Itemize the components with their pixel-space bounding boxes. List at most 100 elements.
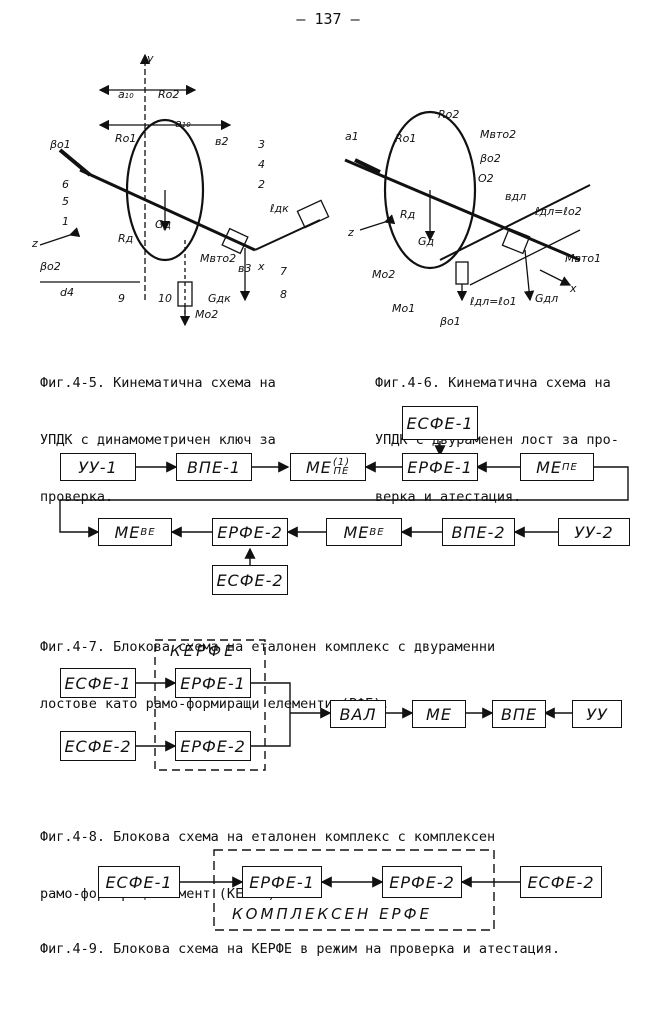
fig48-esfe1-block: ЕСФЕ-1 (60, 668, 136, 698)
fig49-esfe1-block: ЕСФЕ-1 (98, 866, 180, 898)
svg-text:βo1: βo1 (49, 138, 71, 151)
fig47-erfe1-block: ЕРФЕ-1 (402, 453, 478, 481)
svg-text:Mвто1: Mвто1 (565, 252, 601, 265)
fig48-kerfe-label: КЕРФЕ (170, 642, 237, 660)
svg-text:вдл: вдл (505, 190, 526, 203)
svg-text:z: z (347, 226, 354, 239)
svg-text:6: 6 (62, 178, 69, 191)
svg-text:βo1: βo1 (439, 315, 461, 328)
fig48-erfe1-block: ЕРФЕ-1 (175, 668, 251, 698)
fig49-erfe2-block: ЕРФЕ-2 (382, 866, 462, 898)
fig47-vpe2-block: ВПЕ-2 (442, 518, 515, 546)
fig48-erfe2-block: ЕРФЕ-2 (175, 731, 251, 761)
fig45-caption-line2: УПДК с динамометричен ключ за (40, 432, 276, 448)
fig45-labels: y a10 Ro2 Ro1 a10 в2 3 4 2 6 5 1 z Rд Gд… (31, 52, 289, 321)
svg-text:ℓдл=ℓo2: ℓдл=ℓo2 (534, 205, 582, 218)
fig47-vpe1-block: ВПЕ-1 (176, 453, 252, 481)
svg-text:10: 10 (158, 292, 172, 305)
svg-text:Mвто2: Mвто2 (200, 252, 236, 265)
fig46-caption-line1: Фиг.4-6. Кинематична схема на (375, 375, 611, 391)
fig48-uu-block: УУ (572, 700, 622, 728)
svg-text:x: x (569, 282, 577, 295)
fig48-caption-line1: Фиг.4-8. Блокова схема на еталонен компл… (40, 829, 496, 845)
fig47-me-pe1-sub: ПЕ (333, 466, 350, 477)
svg-text:Rд: Rд (400, 208, 415, 221)
fig46-labels: a1 Ro1 Ro2 Mвто2 βo2 O2 вдл ℓдл=ℓo2 Mвто… (345, 108, 601, 328)
svg-text:z: z (31, 237, 38, 250)
svg-text:Ro2: Ro2 (158, 88, 179, 101)
fig49-kompleksen-label: КОМПЛЕКСЕН ЕРФЕ (232, 905, 432, 923)
fig45-caption-line1: Фиг.4-5. Кинематична схема на (40, 375, 276, 391)
svg-text:2: 2 (258, 178, 265, 191)
fig48-caption: Фиг.4-8. Блокова схема на еталонен компл… (40, 790, 495, 923)
svg-text:Gдк: Gдк (208, 292, 231, 305)
svg-text:Gд: Gд (418, 235, 434, 248)
svg-text:5: 5 (62, 195, 69, 208)
fig47-caption: Фиг.4-7. Блокова схема на еталонен компл… (40, 600, 495, 733)
svg-text:3: 3 (258, 138, 265, 151)
fig45-caption-line3: проверка. (40, 489, 114, 505)
fig48-esfe2-block: ЕСФЕ-2 (60, 731, 136, 761)
svg-text:1: 1 (62, 215, 69, 228)
fig47-me-be1-base: МЕ (114, 522, 141, 542)
svg-text:Gдл: Gдл (535, 292, 558, 305)
svg-text:Ro2: Ro2 (438, 108, 459, 121)
fig47-uu1-block: УУ-1 (60, 453, 136, 481)
svg-text:d4: d4 (60, 286, 74, 299)
svg-text:Gд: Gд (155, 218, 171, 231)
fig49-caption: Фиг.4-9. Блокова схема на КЕРФЕ в режим … (40, 941, 561, 957)
svg-text:в2: в2 (215, 135, 228, 148)
svg-text:x: x (257, 260, 265, 273)
page-number: – 137 – (296, 10, 360, 28)
svg-text:Ro1: Ro1 (395, 132, 416, 145)
svg-text:a10: a10 (118, 88, 134, 101)
fig47-me-pe1-block: МЕ(1)ПЕ (290, 453, 366, 481)
svg-text:8: 8 (280, 288, 287, 301)
fig48-vpe-block: ВПЕ (492, 700, 546, 728)
svg-text:7: 7 (280, 265, 287, 278)
fig47-me-be2-sub: ВЕ (369, 526, 385, 538)
svg-text:y: y (146, 52, 154, 65)
fig47-me-pe1-sup: (1) (332, 457, 351, 468)
fig49-connectors (180, 849, 520, 931)
svg-text:a1: a1 (345, 130, 359, 143)
svg-text:Mo2: Mo2 (195, 308, 218, 321)
svg-text:ℓдл=ℓo1: ℓдл=ℓo1 (469, 295, 517, 308)
fig47-me-pe2-base: МЕ (536, 457, 563, 477)
fig47-esfe1-block: ЕСФЕ-1 (402, 406, 478, 440)
fig47-me-be2-base: МЕ (343, 522, 370, 542)
svg-text:a10: a10 (175, 117, 191, 130)
fig47-me-be1-sub: ВЕ (140, 526, 156, 538)
svg-text:Mвто2: Mвто2 (480, 128, 516, 141)
svg-text:в3: в3 (238, 262, 251, 275)
svg-text:ℓдк: ℓдк (269, 202, 289, 215)
fig48-me-block: МЕ (412, 700, 466, 728)
fig46-caption-line3: верка и атестация. (375, 489, 522, 505)
fig49-esfe2-block: ЕСФЕ-2 (520, 866, 602, 898)
fig48-connectors (135, 639, 572, 771)
fig47-esfe2-block: ЕСФЕ-2 (212, 565, 288, 595)
svg-text:Mo2: Mo2 (372, 268, 395, 281)
fig47-me-pe1-base: МЕ (305, 457, 332, 477)
svg-text:Ro1: Ro1 (115, 132, 136, 145)
fig47-caption-line1: Фиг.4-7. Блокова схема на еталонен компл… (40, 639, 496, 655)
svg-text:βo2: βo2 (39, 260, 61, 273)
fig49-erfe1-block: ЕРФЕ-1 (242, 866, 322, 898)
svg-text:9: 9 (118, 292, 125, 305)
fig46-sketch (344, 110, 591, 302)
svg-text:4: 4 (258, 158, 265, 171)
fig47-erfe2-block: ЕРФЕ-2 (212, 518, 288, 546)
svg-text:Mo1: Mo1 (392, 302, 415, 315)
fig48-val-block: ВАЛ (330, 700, 386, 728)
fig45-sketch (39, 53, 330, 327)
svg-text:O2: O2 (478, 172, 494, 185)
svg-text:βo2: βo2 (479, 152, 501, 165)
fig47-uu2-block: УУ-2 (558, 518, 630, 546)
svg-text:Rд: Rд (118, 232, 133, 245)
fig47-connectors (59, 441, 629, 565)
fig47-me-pe2-sub: ПЕ (562, 461, 578, 473)
fig45-caption: Фиг.4-5. Кинематична схема на УПДК с дин… (40, 336, 276, 526)
